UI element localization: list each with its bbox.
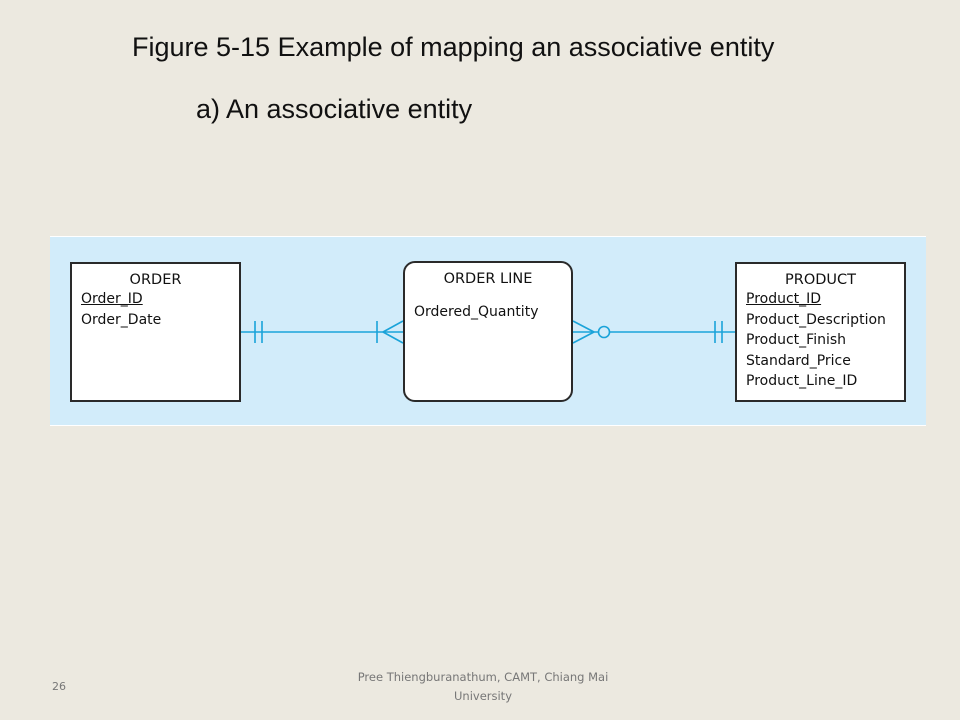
orderline-crowfoot-lower	[382, 331, 404, 344]
attribute: Product_Line_ID	[746, 373, 858, 389]
relationship-lines	[241, 320, 735, 344]
attribute: Order_Date	[81, 311, 162, 328]
orderline-right-crowfoot-upper	[572, 320, 595, 333]
slide-subtitle: a) An associative entity	[196, 94, 473, 124]
entity-order: ORDER Order_ID Order_Date	[70, 262, 241, 402]
orderline-right-crowfoot-lower	[572, 331, 595, 344]
entity-product: PRODUCT Product_ID Product_Description P…	[735, 262, 906, 402]
attribute: Product_Description	[746, 311, 886, 328]
slide-title: Figure 5-15 Example of mapping an associ…	[132, 32, 775, 62]
entity-name: ORDER LINE	[443, 271, 533, 287]
entity-name: PRODUCT	[785, 272, 856, 288]
orderline-crowfoot-upper	[382, 320, 404, 333]
attribute: Ordered_Quantity	[414, 304, 539, 320]
entity-name: ORDER	[129, 272, 182, 288]
attribute: Standard_Price	[746, 352, 851, 369]
entity-order-line: ORDER LINE Ordered_Quantity	[403, 261, 573, 402]
attribute-primary-key: Order_ID	[81, 291, 143, 307]
page-number: 26	[52, 680, 66, 693]
zero-optional-circle	[597, 325, 611, 339]
footer-credit: Pree Thiengburanathum, CAMT, Chiang Mai …	[357, 670, 609, 703]
attribute: Product_Finish	[746, 332, 847, 348]
er-diagram: ORDER Order_ID Order_Date ORDER LINE Ord…	[50, 236, 926, 426]
attribute-primary-key: Product_ID	[746, 291, 822, 307]
